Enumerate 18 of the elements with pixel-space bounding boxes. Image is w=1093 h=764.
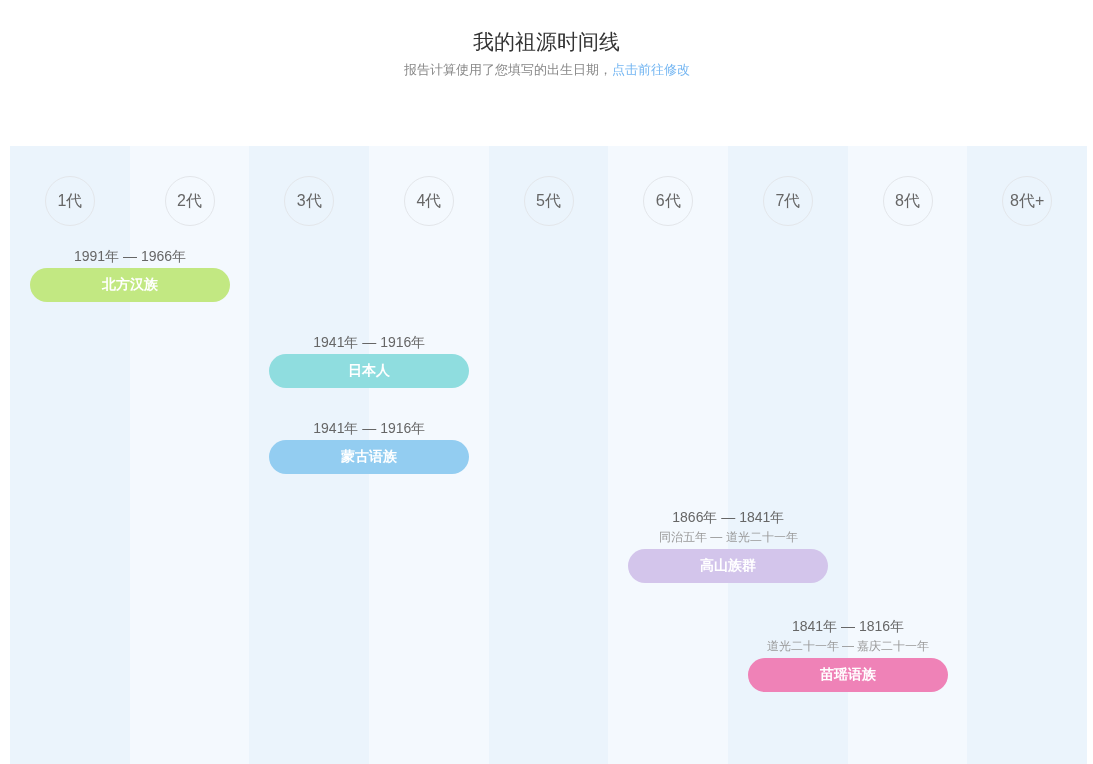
edit-link: 点击前往修改 [611, 62, 690, 77]
reign-date-range: 道光二十一年 — 嘉庆二十一年 [766, 638, 930, 654]
lineage-bar: 蒙古语族 [269, 440, 470, 474]
lineage-bar: 高山族群 [628, 549, 829, 583]
title: 我的祖源时间线 [473, 30, 620, 53]
date-range: 1941年 — 1916年 [313, 333, 426, 351]
generation-circle: 6代 [643, 176, 694, 226]
subtitle-text: 报告计算使用了您填写的出生日期， [403, 62, 612, 77]
generation-circle: 3代 [284, 176, 335, 226]
lineage-bar: 日本人 [269, 354, 470, 388]
date-range: 1991年 — 1966年 [73, 247, 187, 265]
lineage-bar: 苗瑶语族 [748, 658, 948, 692]
lineage-bar: 北方汉族 [30, 268, 230, 302]
date-range: 1941年 — 1916年 [313, 419, 426, 437]
reign-date-range: 同治五年 — 道光二十一年 [659, 529, 798, 545]
date-range: 1866年 — 1841年 [672, 508, 785, 526]
generation-circle: 8代+ [1002, 176, 1053, 226]
date-range: 1841年 — 1816年 [791, 617, 905, 635]
